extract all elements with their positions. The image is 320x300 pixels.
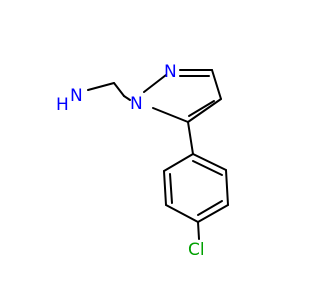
pyrazole-n1-label: N [130, 94, 143, 114]
bond-ch2-n1 [123, 95, 131, 101]
bond-n1-n2 [143, 74, 167, 93]
bond-c4-c5-double [188, 100, 215, 117]
bond-ph-c5-c6 [163, 170, 167, 206]
bond-ph-c1-c2-double [192, 160, 223, 176]
bond-ph-c2-c3 [225, 169, 229, 206]
bond-ph-c6-c1 [163, 153, 194, 172]
structure-diagram: H N N N Cl [56, 62, 229, 260]
bond-ph-c4-c5 [165, 204, 199, 223]
bond-c5-n1 [152, 107, 189, 123]
molecule-canvas: H N N N Cl [56, 62, 229, 260]
bond-c5-phenyl [187, 121, 194, 155]
bond-ph-c3-c4 [197, 204, 229, 223]
amine-n-label: N [70, 86, 83, 106]
pyrazole-n2-label: N [164, 62, 177, 82]
bond-c3-c4 [211, 69, 222, 100]
bond-amine-ch2 [87, 82, 115, 91]
bond-ph-chlorine [197, 221, 200, 240]
bond-ph-c1-c2 [192, 153, 227, 171]
chlorine-label: Cl [188, 240, 205, 260]
amine-h-label: H [56, 95, 69, 115]
bond-ch2-ch2 [113, 82, 125, 97]
bond-c4-c5 [187, 98, 222, 123]
bond-ph-c3-c4-double [197, 200, 223, 216]
bond-ph-c5-c6-double [169, 173, 173, 204]
